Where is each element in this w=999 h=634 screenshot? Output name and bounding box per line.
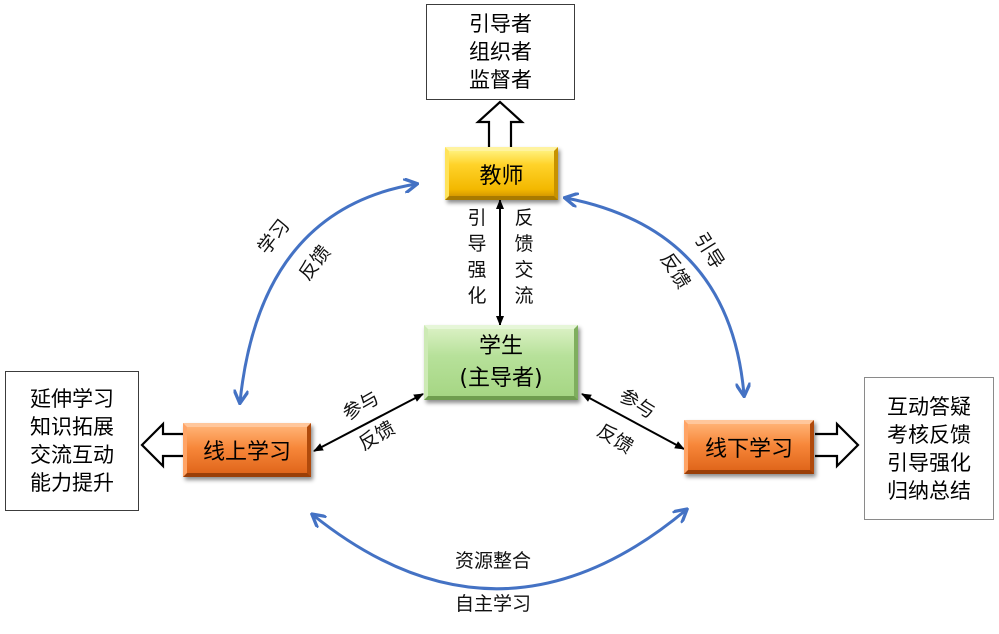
online-learning-label: 线上学习 xyxy=(202,440,291,465)
teacher-roles-box: 引导者 组织者 监督者 xyxy=(426,4,575,100)
offline-outcome: 考核反馈 xyxy=(887,422,971,447)
arc-online-offline xyxy=(313,510,686,591)
teacher-node: 教师 xyxy=(445,147,558,200)
teacher-role: 监督者 xyxy=(469,68,532,92)
offline-outcomes-box: 互动答疑 考核反馈 引导强化 归纳总结 xyxy=(864,377,994,520)
offline-outcome: 互动答疑 xyxy=(887,394,971,419)
online-outcome: 交流互动 xyxy=(30,443,114,467)
edge-label-feedback-exchange: 反馈交流 xyxy=(514,207,534,307)
offline-learning-node: 线下学习 xyxy=(684,420,814,474)
offline-outcome: 归纳总结 xyxy=(887,478,971,503)
hollow-arrow-offline-outcomes xyxy=(815,421,860,469)
arc-teacher-offline xyxy=(566,198,744,395)
student-role-label: (主导者) xyxy=(459,365,543,391)
teacher-role: 引导者 xyxy=(469,12,532,36)
edge-label-self-study: 自主学习 xyxy=(455,593,532,615)
online-learning-node: 线上学习 xyxy=(183,423,311,477)
hollow-arrow-online-outcomes xyxy=(140,421,184,469)
student-node: 学生 (主导者) xyxy=(424,325,578,400)
teacher-role: 组织者 xyxy=(469,40,532,64)
online-outcome: 延伸学习 xyxy=(30,387,114,411)
edge-label-guide-strengthen: 引导强化 xyxy=(467,207,487,307)
offline-learning-label: 线下学习 xyxy=(704,437,793,462)
online-outcome: 知识拓展 xyxy=(30,415,114,439)
offline-outcome: 引导强化 xyxy=(887,450,971,475)
arrow-student-offline xyxy=(581,393,685,450)
hollow-arrow-teacher-roles xyxy=(475,100,525,147)
arc-teacher-online xyxy=(240,184,416,402)
teacher-label: 教师 xyxy=(479,163,524,189)
online-outcome: 能力提升 xyxy=(30,471,114,495)
edge-label-resource-integration: 资源整合 xyxy=(455,550,532,572)
student-label: 学生 xyxy=(478,333,523,359)
online-outcomes-box: 延伸学习 知识拓展 交流互动 能力提升 xyxy=(5,371,139,511)
